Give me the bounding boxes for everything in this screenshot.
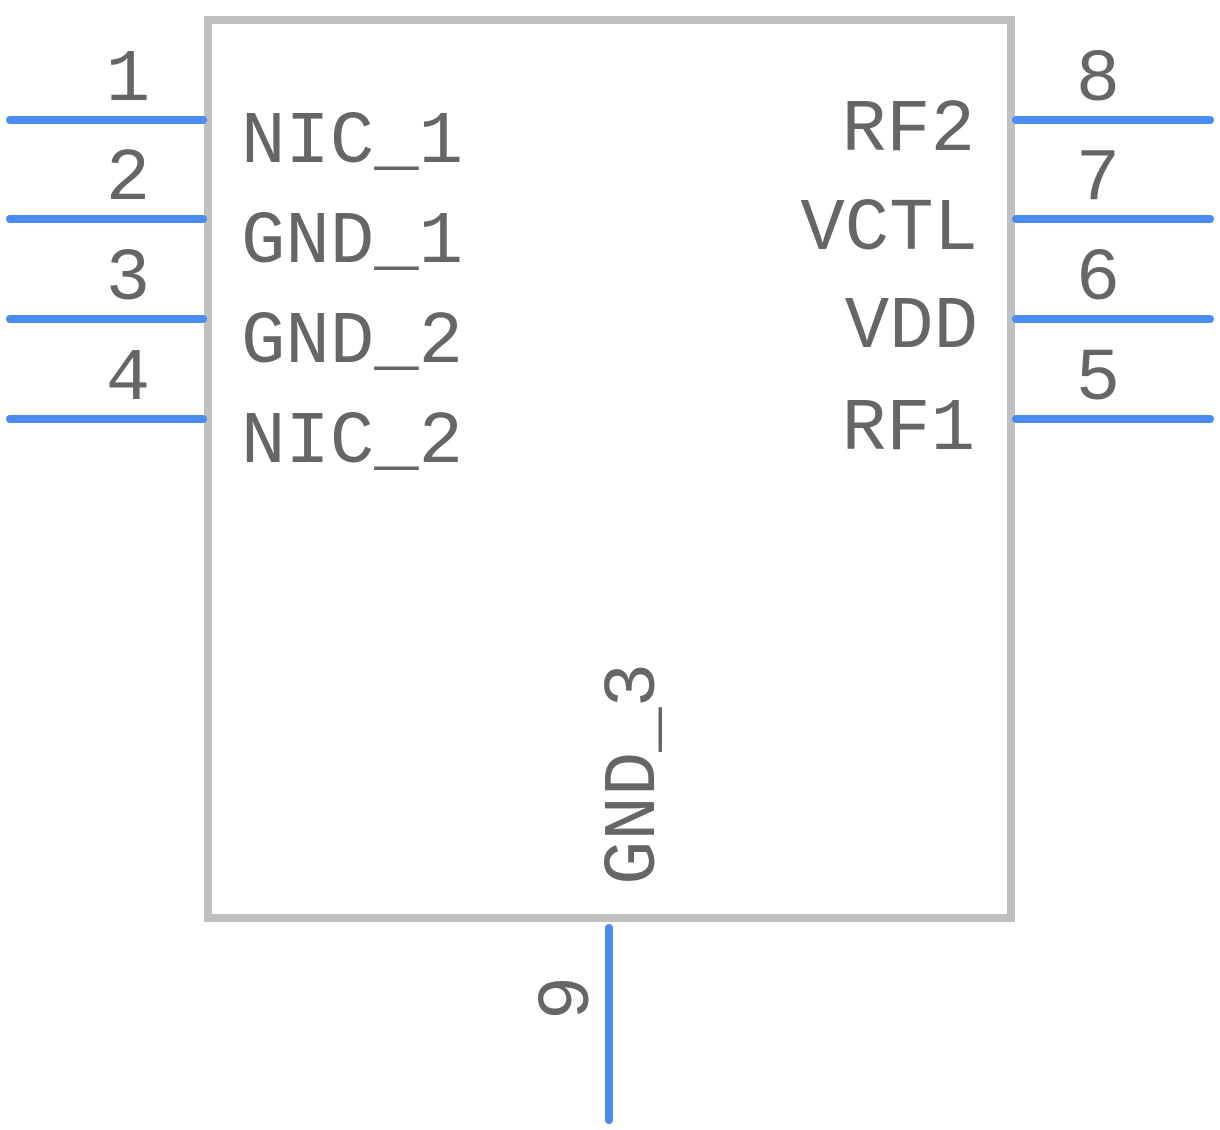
- pin-4-number: 4: [106, 338, 150, 422]
- pin-1-number: 1: [106, 39, 150, 123]
- pin-2-label: GND_1: [241, 201, 463, 285]
- pin-5-label: RF1: [842, 388, 975, 472]
- pin-3-label: GND_2: [241, 301, 463, 385]
- pin-6-number: 6: [1076, 238, 1120, 322]
- pin-6-label: VDD: [845, 286, 978, 370]
- pin-1-label: NIC_1: [241, 101, 463, 185]
- pin-8-number: 8: [1076, 39, 1120, 123]
- pin-5-number: 5: [1076, 338, 1120, 422]
- pin-2-number: 2: [106, 138, 150, 222]
- pin-7-label: VCTL: [800, 188, 978, 272]
- pin-8-label: RF2: [842, 89, 975, 173]
- pin-7-number: 7: [1076, 138, 1120, 222]
- pin-4-label: NIC_2: [241, 401, 463, 485]
- component-body: [204, 16, 1015, 922]
- pin-9-label: GND_3: [593, 663, 677, 885]
- pin-3-number: 3: [106, 238, 150, 322]
- pin-9-number: 9: [527, 976, 611, 1020]
